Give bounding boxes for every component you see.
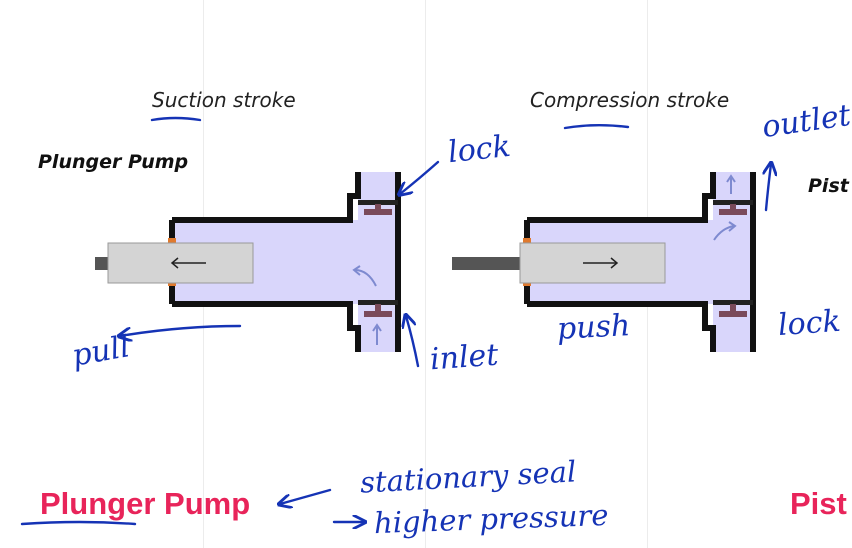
lower-valve [364,311,392,317]
compression-stroke-label: Compression stroke [530,88,730,112]
compression-pump [452,172,756,352]
plunger-title-underline [20,520,137,526]
up-arrow-icon [726,174,736,194]
compression-underline [563,124,630,130]
lock-annotation-top: lock [446,128,513,171]
title-arrow [280,488,332,504]
plunger-pump-title: Plunger Pump [40,486,251,521]
seal [168,238,176,246]
left-arrow-icon [170,257,206,269]
outlet-arrow [766,164,771,212]
inlet-annotation: inlet [428,337,500,378]
lower-valve-stem [730,304,736,312]
lower-valve [719,311,747,317]
lower-valve-seat [713,300,753,305]
housing-wall [524,172,756,352]
upper-valve-stem [730,204,736,212]
lower-valve-seat [358,300,398,305]
lock-arrow [400,160,440,194]
inlet-arrow [406,316,420,368]
grid-line [425,0,426,548]
lower-valve-stem [375,304,381,312]
seal [523,238,531,246]
upper-valve-seat [713,200,753,205]
flow-arrow [713,225,735,241]
inlet-outlet-column [713,172,753,352]
upper-valve-seat [358,200,398,205]
piston-pump-title-cut: Pist [790,486,847,521]
suction-pump [95,172,401,352]
flow-arrow [354,269,377,287]
plunger-rod [452,257,522,270]
suction-stroke-label: Suction stroke [152,88,296,112]
plunger-pump-label: Plunger Pump [38,151,189,173]
flow-arrow-head [728,221,737,232]
suction-underline [150,116,202,122]
lock-annotation-bottom: lock [776,303,842,344]
flow-arrow-head [352,265,361,276]
push-annotation: push [556,308,632,347]
pull-arrow [120,324,242,336]
upper-valve-stem [375,204,381,212]
plunger-rod [95,257,109,270]
piston-pump-label-cut: Pist [808,175,849,197]
right-arrow-icon [583,257,619,269]
handwritten-annotations [20,116,771,526]
housing-wall [169,172,401,352]
up-arrow-icon [372,323,382,345]
